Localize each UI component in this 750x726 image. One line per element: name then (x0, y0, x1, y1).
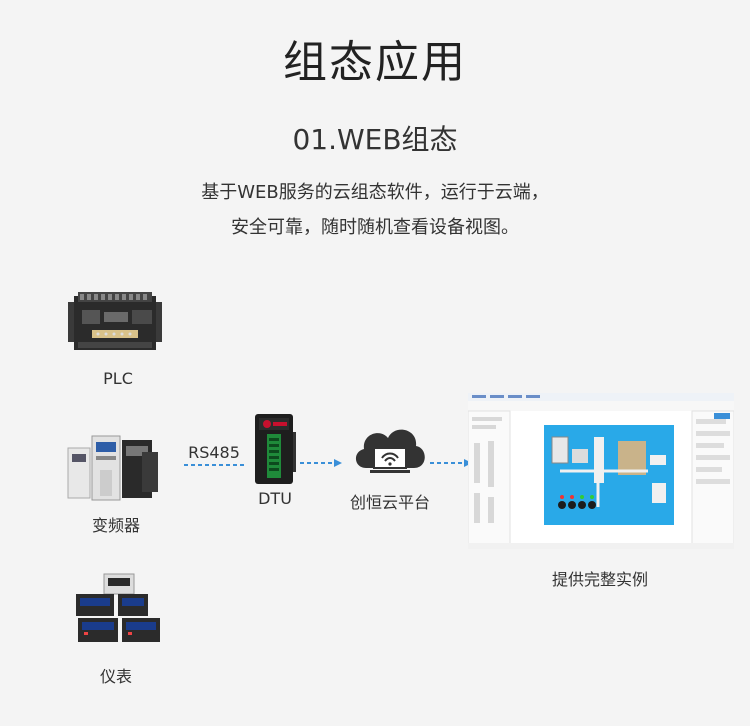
inverter-label: 变频器 (91, 516, 140, 535)
dtu-device-icon (255, 414, 296, 484)
description-line-1: 基于WEB服务的云组态软件，运行于云端， (201, 182, 549, 203)
example-caption: 提供完整实例 (551, 570, 648, 589)
section-title: 01.WEB组态 (292, 123, 458, 156)
plc-device-icon (68, 292, 162, 350)
dtu-to-cloud-arrowhead (334, 459, 342, 467)
cloud-platform-label: 创恒云平台 (349, 493, 430, 512)
dtu-label: DTU (258, 489, 292, 508)
plc-label: PLC (103, 369, 133, 388)
instrument-label: 仪表 (99, 667, 132, 686)
instrument-device-icon (76, 573, 160, 642)
web-scada-screenshot (468, 393, 734, 549)
cloud-platform-icon (355, 429, 425, 473)
page-title: 组态应用 (283, 37, 467, 88)
rs485-label: RS485 (188, 443, 240, 462)
inverter-device-icon (67, 435, 158, 501)
description-line-2: 安全可靠，随时随机查看设备视图。 (231, 217, 519, 238)
